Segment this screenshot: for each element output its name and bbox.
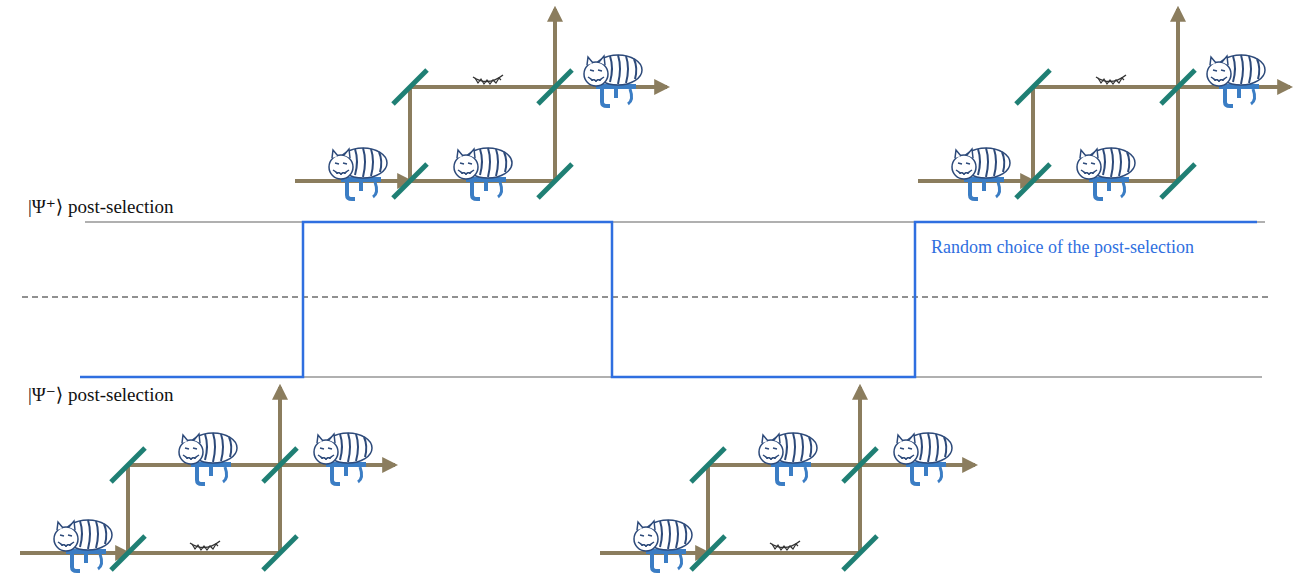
interferometer: [20, 387, 395, 571]
interferometer: [600, 387, 975, 571]
signal-note: Random choice of the post-selection: [931, 236, 1194, 258]
interferometer: [295, 9, 667, 199]
interferometer: [918, 9, 1290, 199]
state-label: |Ψ⁺⟩ post-selection: [28, 196, 174, 218]
state-label: |Ψ⁻⟩ post-selection: [28, 384, 174, 406]
random-signal: [80, 222, 1257, 377]
midline: [22, 297, 1272, 298]
